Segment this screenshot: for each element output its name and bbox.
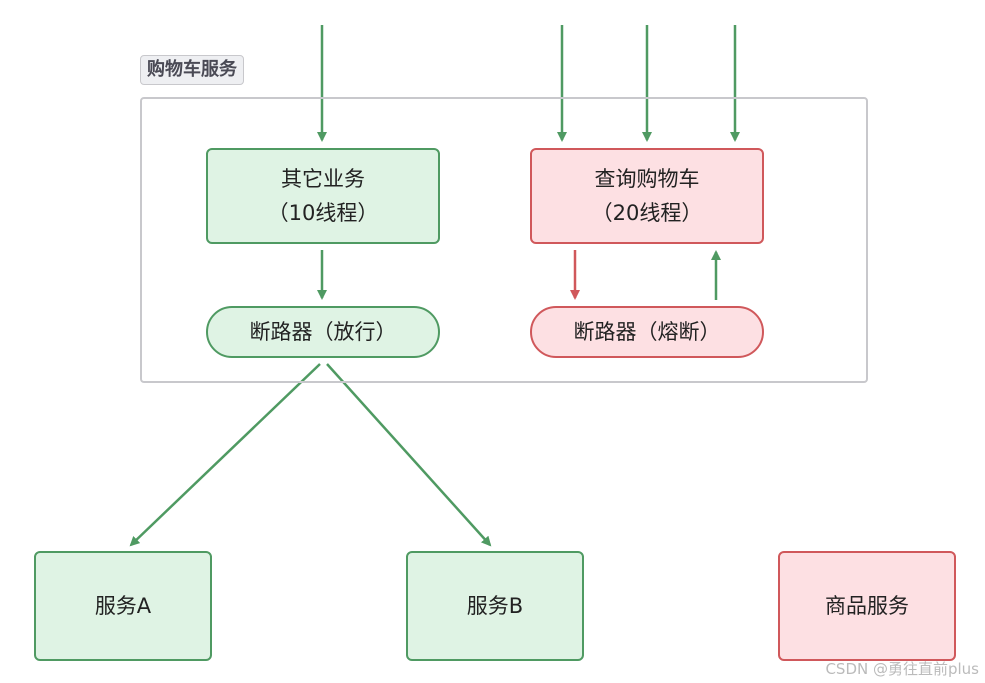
breaker-open-label: 断路器（放行） (249, 320, 397, 344)
breaker-open-node[interactable]: 断路器（放行） (206, 306, 440, 358)
service-a-label: 服务A (94, 594, 152, 618)
product-service-label: 商品服务 (825, 594, 909, 618)
product-service-node[interactable]: 商品服务 (778, 551, 956, 661)
breaker-tripped-node[interactable]: 断路器（熔断） (530, 306, 764, 358)
query-cart-threads: （20线程） (591, 201, 703, 225)
query-cart-title: 查询购物车 (594, 167, 700, 191)
other-business-title: 其它业务 (281, 167, 365, 191)
service-a-node[interactable]: 服务A (34, 551, 212, 661)
other-business-node[interactable]: 其它业务 （10线程） (206, 148, 440, 244)
query-cart-node[interactable]: 查询购物车 （20线程） (530, 148, 764, 244)
service-b-label: 服务B (466, 594, 524, 618)
service-b-node[interactable]: 服务B (406, 551, 584, 661)
arrow-breaker-to-service-a (129, 363, 321, 547)
breaker-tripped-label: 断路器（熔断） (573, 320, 721, 344)
cart-service-label: 购物车服务 (140, 55, 244, 85)
other-business-threads: （10线程） (267, 201, 379, 225)
watermark: CSDN @勇往直前plus (825, 660, 979, 678)
cart-service-container (140, 97, 868, 383)
arrow-breaker-to-service-b (326, 363, 492, 547)
